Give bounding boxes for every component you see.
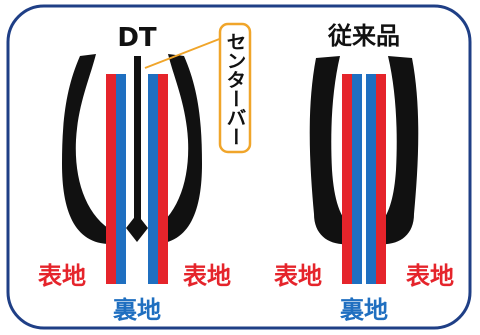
conventional-outer-fabric-left [342, 74, 352, 284]
conventional-outer-fabric-label-right: 表地 [406, 262, 454, 290]
conventional-title: 従来品 [327, 22, 400, 50]
conventional-diagram: 従来品 表地 表地 裏地 [274, 22, 454, 324]
callout-box [218, 22, 252, 154]
conventional-inner-fabric-right [366, 74, 376, 284]
dt-inner-fabric-label: 裏地 [112, 296, 161, 324]
dt-outer-fabric-left [106, 74, 116, 284]
callout-text: センターバー [223, 32, 247, 146]
dt-center-bar-tip [126, 214, 148, 242]
dt-title: DT [117, 23, 157, 53]
dt-outer-fabric-label-left: 表地 [38, 262, 86, 290]
dt-inner-fabric-right [148, 74, 158, 284]
dt-outer-fabric-right [158, 74, 168, 284]
callout-leader [144, 37, 223, 69]
conventional-outer-fabric-label-left: 表地 [274, 262, 322, 290]
conventional-inner-fabric-label: 裏地 [339, 296, 388, 324]
dt-inner-fabric-left [116, 74, 126, 284]
conventional-outer-fabric-right [376, 74, 386, 284]
conventional-left-piece [309, 56, 352, 245]
conventional-right-piece [376, 56, 419, 245]
dt-right-bracket [150, 54, 202, 245]
dt-left-bracket [62, 54, 114, 245]
dt-outer-fabric-label-right: 表地 [183, 262, 231, 290]
dt-diagram: DT センターバー 表地 表地 裏地 [38, 22, 252, 324]
dt-center-bar [134, 56, 141, 226]
conventional-inner-fabric-left [352, 74, 362, 284]
